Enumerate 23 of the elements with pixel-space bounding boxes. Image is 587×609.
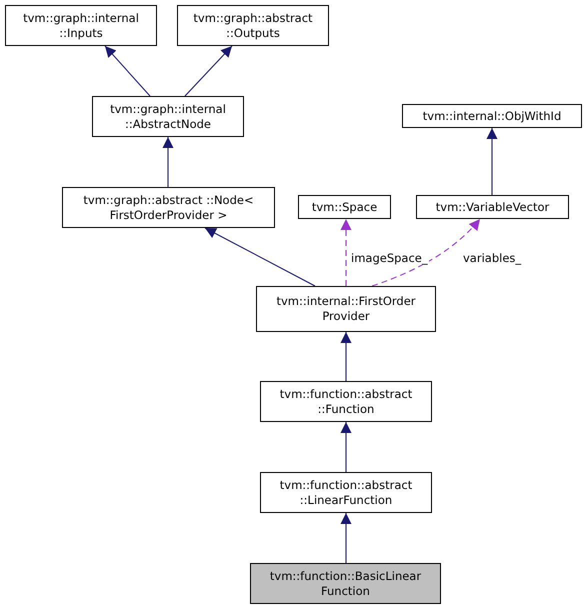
class-box: tvm::graph::abstract ::Node< FirstOrderProvider > [62, 187, 275, 228]
class-box: tvm::internal::ObjWithId [402, 104, 582, 128]
class-box: tvm::VariableVector [416, 195, 569, 219]
arrow [204, 228, 316, 286]
class-box: tvm::internal::FirstOrder Provider [256, 286, 436, 332]
class-box: tvm::function::abstract ::LinearFunction [260, 472, 432, 513]
arrow [340, 512, 352, 564]
arrow [162, 136, 174, 188]
class-box: tvm::function::BasicLinear Function [250, 563, 441, 604]
class-box: tvm::function::abstract ::Function [260, 381, 432, 422]
arrow [340, 332, 352, 382]
edge-label: imageSpace_ [350, 251, 429, 265]
class-box: tvm::graph::abstract ::Outputs [177, 5, 329, 46]
class-box: tvm::graph::internal ::Inputs [5, 5, 157, 46]
dashed-arrow [372, 218, 480, 286]
edge-label: variables_ [462, 251, 522, 265]
dashed-arrow [340, 218, 352, 286]
arrow [184, 46, 232, 96]
class-box: tvm::graph::internal ::AbstractNode [92, 96, 244, 137]
arrow [104, 46, 150, 96]
arrow [340, 422, 352, 472]
class-box: tvm::Space [298, 195, 391, 219]
arrow [486, 128, 498, 196]
